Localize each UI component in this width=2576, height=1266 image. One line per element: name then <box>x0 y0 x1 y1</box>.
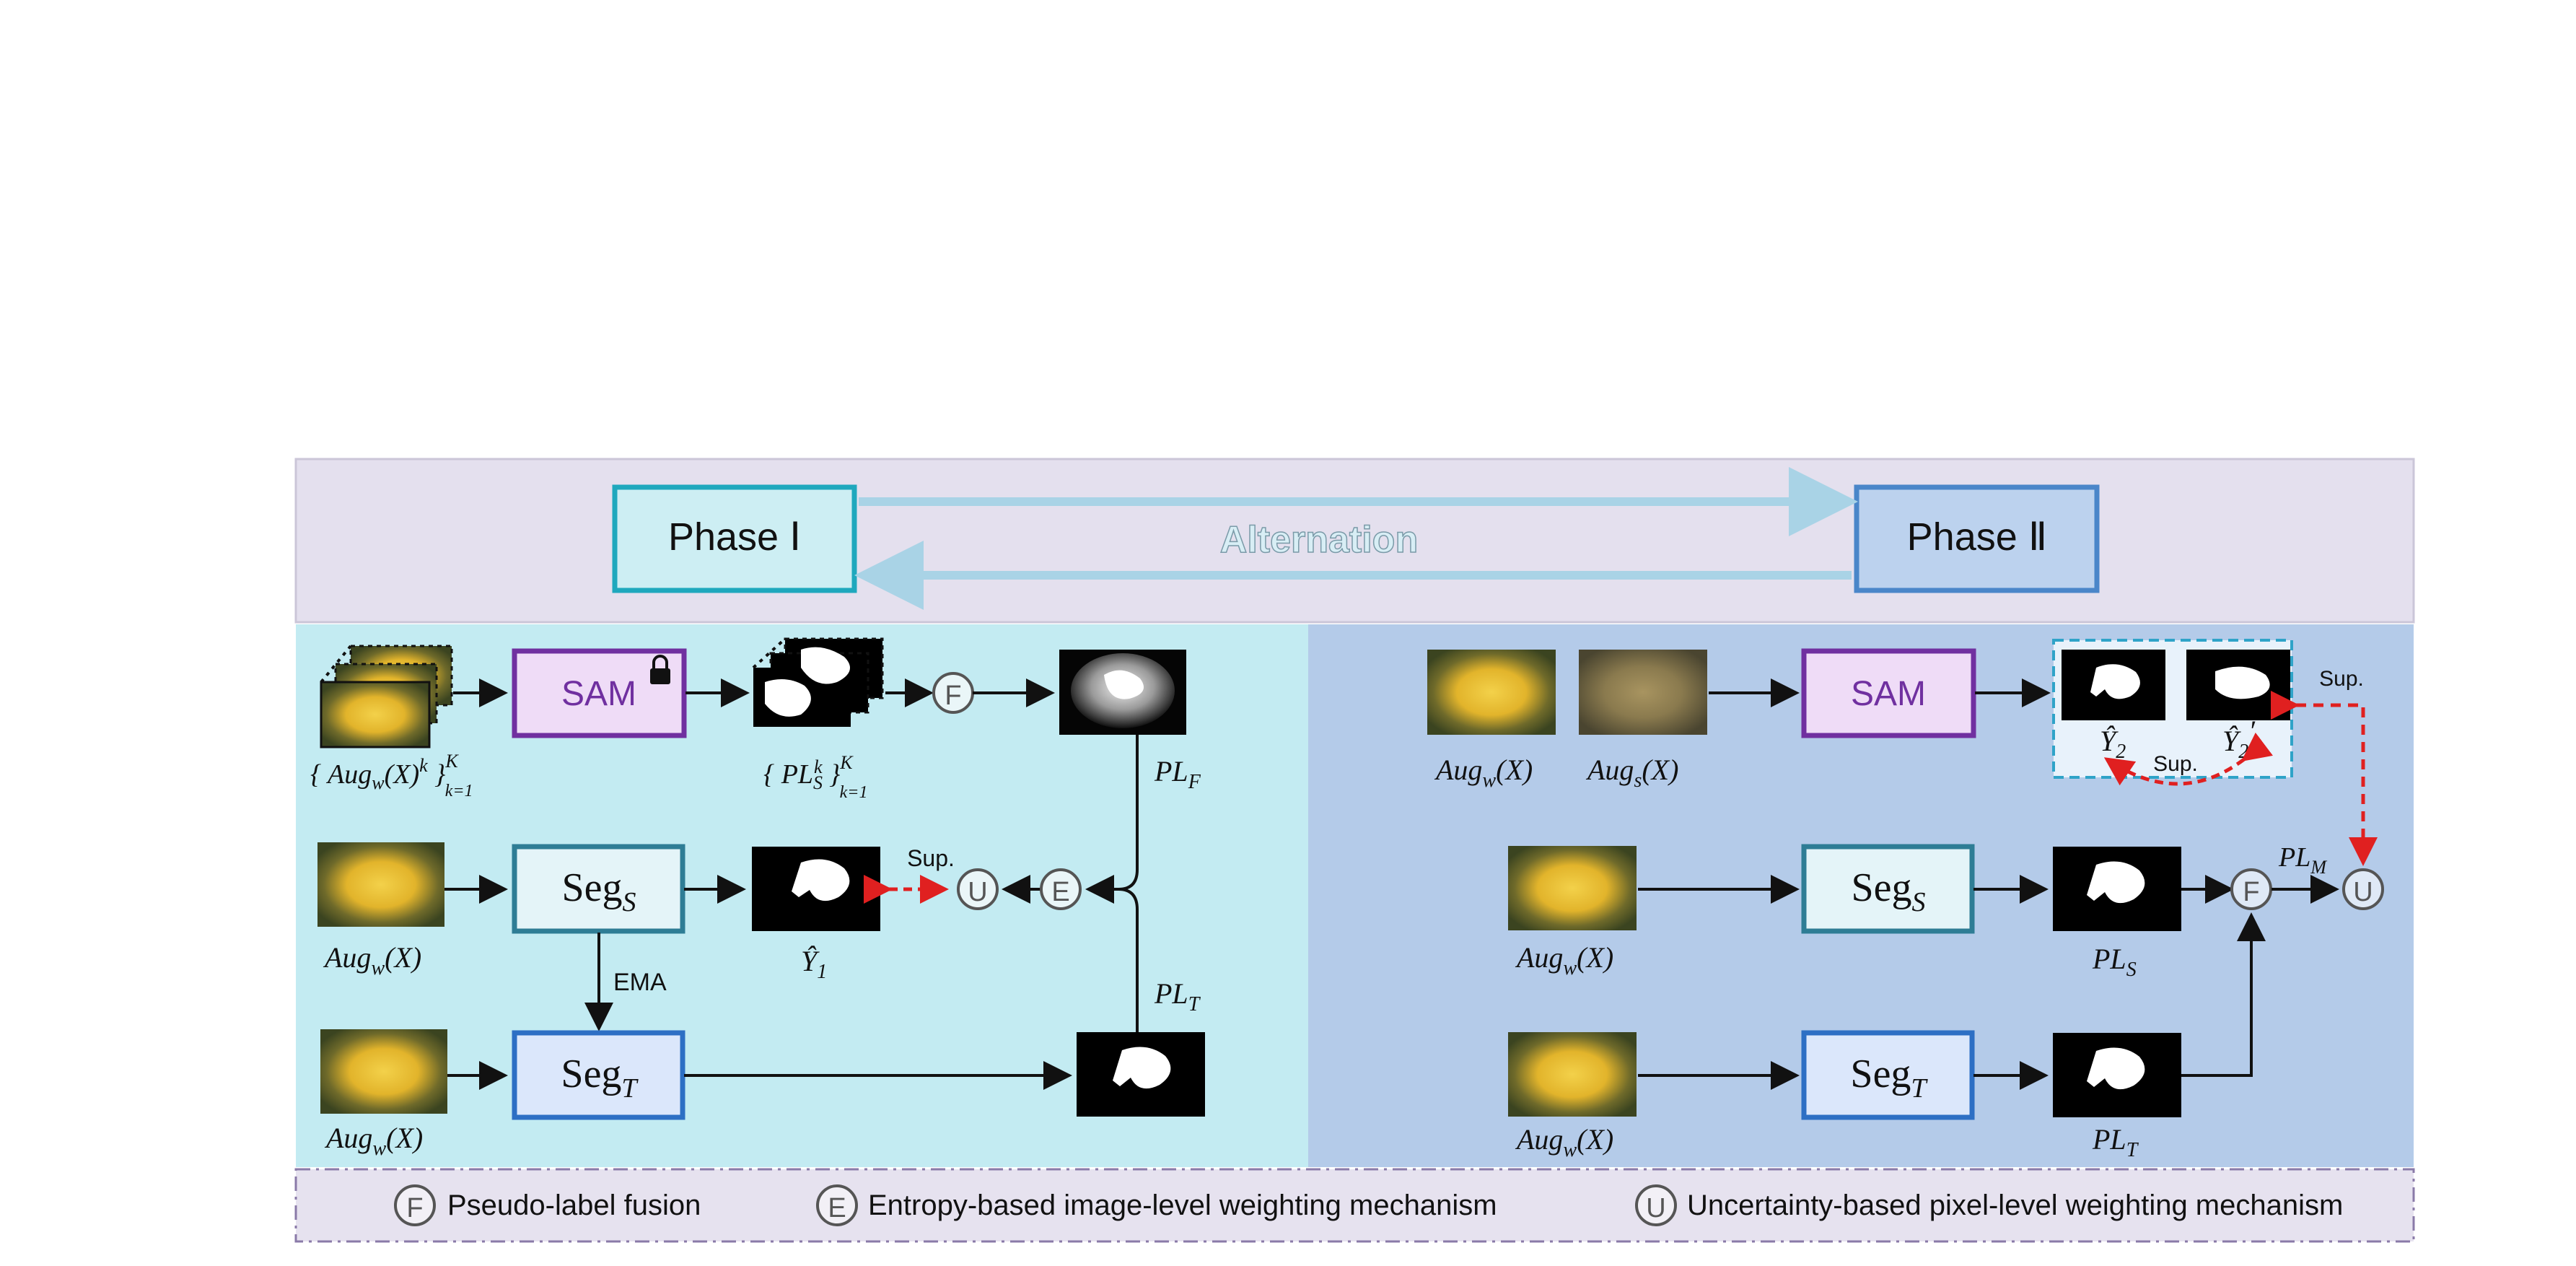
svg-text:U: U <box>968 877 987 907</box>
sam-block-phase2: SAM <box>1801 648 1976 738</box>
phase1-image-bot <box>320 1029 447 1114</box>
phase1-aug-stack <box>320 645 453 748</box>
phase1-header-box: Phase Ⅰ <box>612 484 857 593</box>
seg-t-block-phase2: SegT <box>1801 1030 1975 1120</box>
svg-text:Pseudo-label fusion: Pseudo-label fusion <box>447 1189 701 1221</box>
legend-box <box>294 1168 2415 1243</box>
alternation-label: Alternation <box>1220 519 1418 561</box>
pl-t-image-phase2 <box>2053 1033 2181 1117</box>
svg-text:E: E <box>1051 877 1069 907</box>
svg-text:U: U <box>1646 1193 1665 1223</box>
sup-arrow-outer <box>2271 691 2378 866</box>
svg-text:E: E <box>828 1193 846 1223</box>
phase1-header-label: Phase Ⅰ <box>668 515 801 559</box>
ema-label: EMA <box>613 969 667 996</box>
legend-item-uncertainty: U Uncertainty-based pixel-level weightin… <box>1635 1184 2343 1226</box>
seg-s-block-phase2: SegS <box>1801 844 1975 934</box>
phase1-image-mid <box>317 842 444 927</box>
fusion-node-phase2: F <box>2230 868 2272 910</box>
arrow-plt-to-f2 <box>2181 912 2266 1077</box>
svg-text:F: F <box>406 1193 423 1223</box>
u-node-phase1: U <box>957 868 999 910</box>
phase2-image-strong <box>1579 650 1707 735</box>
sup-label-outer: Sup. <box>2319 667 2364 691</box>
sup-label-phase1: Sup. <box>907 845 955 871</box>
lock-icon <box>650 655 670 684</box>
sup-arrow-inner <box>2103 732 2273 786</box>
sam-label-phase2: SAM <box>1851 675 1926 713</box>
e-node-phase1: E <box>1040 868 1082 910</box>
phase2-header-box: Phase Ⅱ <box>1854 484 2100 593</box>
phase2-image-mid <box>1508 846 1637 930</box>
svg-text:F: F <box>945 681 961 711</box>
phase2-image-bot <box>1508 1032 1637 1117</box>
y1-image <box>752 847 880 931</box>
fusion-node-phase1: F <box>932 672 974 714</box>
pl-t-image-phase1 <box>1077 1032 1205 1117</box>
line-plt-to-e <box>1118 888 1139 1032</box>
svg-text:Uncertainty-based pixel-level: Uncertainty-based pixel-level weighting … <box>1687 1189 2343 1221</box>
phase2-header-label: Phase Ⅱ <box>1907 515 2048 559</box>
pl-f-label: PLF <box>1154 755 1201 793</box>
phase2-image-weak <box>1427 650 1556 735</box>
pl-s-label-phase2: PLS <box>2092 943 2137 981</box>
legend-item-entropy: E Entropy-based image-level weighting me… <box>816 1184 1497 1226</box>
svg-text:F: F <box>2243 877 2259 907</box>
legend-item-fusion: F Pseudo-label fusion <box>394 1184 701 1226</box>
sup-label-inner: Sup. <box>2153 752 2198 776</box>
svg-text:Entropy-based image-level weig: Entropy-based image-level weighting mech… <box>868 1189 1497 1221</box>
pl-f-image <box>1059 650 1186 735</box>
phase1-aug-w-label-1: Augw(X) <box>323 941 421 979</box>
phase2-aug-s-label-top: Augs(X) <box>1585 754 1678 792</box>
svg-text:U: U <box>2353 877 2373 907</box>
u-node-phase2: U <box>2342 868 2384 910</box>
pl-s-image-phase2 <box>2053 847 2181 931</box>
sam-label-phase1: SAM <box>561 675 636 713</box>
pl-t-label-phase2: PLT <box>2092 1123 2139 1161</box>
seg-s-block-phase1: SegS <box>512 844 685 934</box>
pl-set-stack <box>752 637 884 727</box>
seg-t-block-phase1: SegT <box>512 1030 685 1120</box>
sam-block-phase1: SAM <box>512 648 687 738</box>
